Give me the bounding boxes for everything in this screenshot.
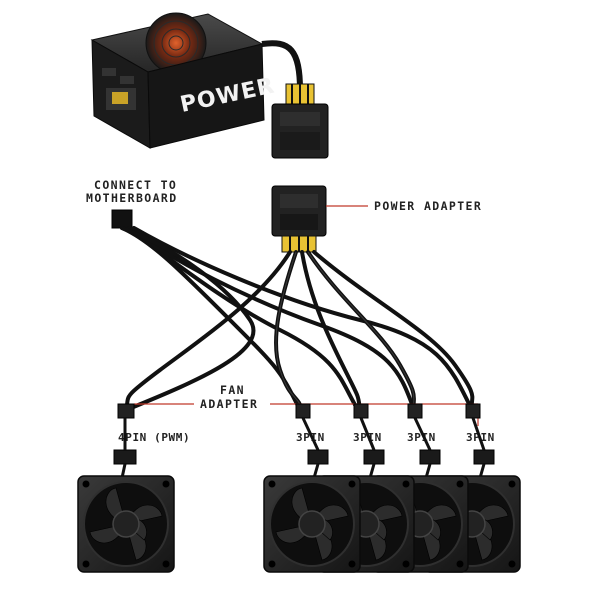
cable-bundle — [120, 226, 475, 412]
fan-3-pin-label: 3PIN — [353, 431, 382, 444]
fan-1-pin-label: 4PIN (PWM) — [118, 431, 190, 444]
fan-1 — [77, 475, 175, 573]
psu-molex-connector — [271, 83, 329, 159]
cable-bundle-highlights — [275, 251, 415, 411]
fan-4-pin-label: 3PIN — [407, 431, 436, 444]
fan-2 — [263, 475, 361, 573]
motherboard-connector — [111, 209, 133, 229]
psu-power-socket — [112, 92, 128, 104]
fan-2-pin-label: 3PIN — [296, 431, 325, 444]
power-adapter-label: POWER ADAPTER — [374, 199, 482, 213]
power-adapter-connector — [271, 185, 327, 253]
fan-adapter-plugs — [117, 403, 481, 419]
fan-adapter-label-line1: FAN — [220, 383, 245, 397]
connect-label-line1: CONNECT TO — [94, 178, 177, 192]
connect-label-line2: MOTHERBOARD — [86, 191, 178, 205]
fan-connectors — [113, 449, 495, 465]
power-supply-unit: POWER — [90, 12, 303, 149]
fan-adapter-label-line2: ADAPTER — [200, 397, 258, 411]
